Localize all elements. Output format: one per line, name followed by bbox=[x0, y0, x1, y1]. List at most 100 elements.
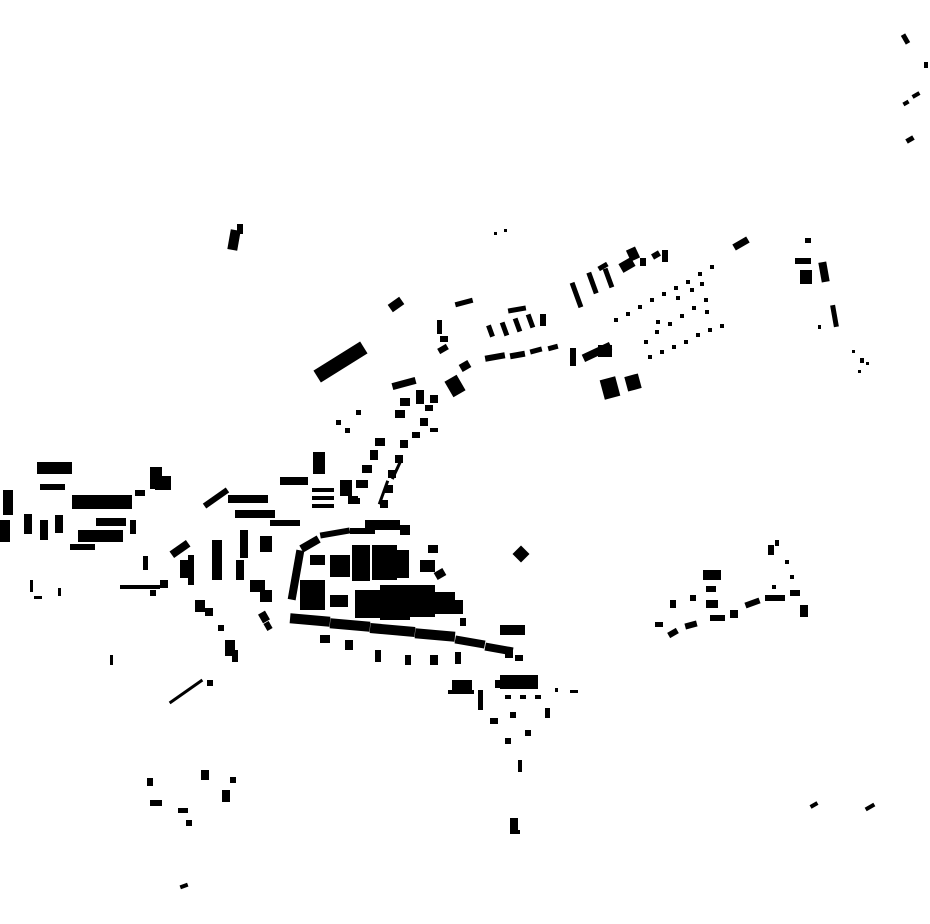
building-footprint bbox=[454, 297, 474, 308]
building-footprint bbox=[236, 560, 244, 580]
building-footprint bbox=[655, 330, 659, 334]
building-footprint bbox=[280, 477, 308, 485]
building-footprint bbox=[710, 615, 725, 621]
building-footprint bbox=[227, 229, 241, 251]
building-footprint bbox=[24, 514, 32, 534]
building-footprint bbox=[400, 440, 408, 448]
building-footprint bbox=[624, 373, 642, 392]
building-footprint bbox=[684, 340, 688, 344]
building-footprint bbox=[412, 432, 420, 438]
building-footprint bbox=[212, 540, 222, 580]
building-footprint bbox=[795, 258, 811, 264]
building-footprint bbox=[547, 343, 559, 352]
building-footprint bbox=[135, 490, 145, 496]
building-footprint bbox=[202, 487, 230, 509]
building-footprint bbox=[765, 595, 785, 601]
building-footprint bbox=[703, 570, 721, 580]
building-footprint bbox=[416, 390, 424, 404]
building-footprint bbox=[310, 555, 325, 565]
building-footprint bbox=[388, 470, 396, 478]
building-footprint bbox=[230, 777, 236, 783]
building-footprint bbox=[355, 590, 380, 618]
building-footprint bbox=[705, 310, 709, 314]
building-footprint bbox=[704, 298, 708, 302]
building-footprint bbox=[510, 818, 518, 832]
building-footprint bbox=[744, 597, 761, 609]
building-footprint bbox=[454, 635, 486, 649]
building-footprint bbox=[924, 62, 928, 68]
building-footprint bbox=[180, 560, 190, 578]
building-footprint bbox=[455, 600, 463, 614]
building-footprint bbox=[300, 580, 325, 610]
building-footprint bbox=[500, 625, 525, 635]
building-footprint bbox=[345, 428, 350, 433]
building-footprint bbox=[179, 882, 189, 890]
building-footprint bbox=[312, 488, 334, 492]
building-footprint bbox=[667, 627, 679, 639]
building-footprint bbox=[168, 678, 204, 705]
building-footprint bbox=[455, 652, 461, 664]
building-footprint bbox=[430, 428, 438, 432]
building-footprint bbox=[375, 438, 385, 446]
building-footprint bbox=[730, 610, 738, 618]
building-footprint bbox=[369, 623, 416, 637]
building-footprint bbox=[790, 590, 800, 596]
building-footprint bbox=[525, 730, 531, 736]
building-footprint bbox=[520, 695, 526, 699]
building-footprint bbox=[800, 605, 808, 617]
building-footprint bbox=[505, 650, 513, 658]
building-footprint bbox=[680, 314, 684, 318]
building-footprint bbox=[625, 246, 641, 262]
building-footprint bbox=[55, 515, 63, 533]
building-footprint bbox=[444, 374, 466, 398]
building-footprint bbox=[902, 99, 910, 107]
building-footprint bbox=[375, 650, 381, 662]
building-footprint bbox=[597, 261, 609, 272]
building-footprint bbox=[352, 498, 360, 504]
building-footprint bbox=[602, 267, 615, 289]
building-footprint bbox=[626, 312, 630, 316]
building-footprint bbox=[686, 280, 690, 284]
building-footprint bbox=[410, 585, 435, 617]
building-footprint bbox=[818, 261, 830, 283]
building-footprint bbox=[448, 690, 474, 694]
building-footprint bbox=[860, 358, 864, 363]
building-footprints bbox=[0, 33, 928, 890]
building-footprint bbox=[178, 808, 188, 813]
building-footprint bbox=[662, 292, 666, 296]
building-footprint bbox=[486, 324, 495, 338]
building-footprint bbox=[320, 635, 330, 643]
building-footprint bbox=[512, 545, 530, 563]
building-footprint bbox=[768, 545, 774, 555]
building-footprint bbox=[866, 362, 869, 365]
building-footprint bbox=[299, 535, 321, 553]
building-footprint bbox=[186, 820, 192, 826]
building-footprint bbox=[668, 322, 672, 326]
building-footprint bbox=[218, 625, 224, 631]
building-footprint bbox=[235, 510, 275, 518]
building-footprint bbox=[362, 465, 372, 473]
building-footprint bbox=[504, 229, 507, 232]
building-footprint bbox=[509, 350, 526, 360]
building-footprint bbox=[237, 224, 243, 234]
building-footprint bbox=[397, 550, 409, 578]
building-footprint bbox=[830, 304, 839, 328]
building-footprint bbox=[240, 530, 248, 558]
building-footprint bbox=[644, 340, 648, 344]
building-footprint bbox=[372, 545, 397, 580]
building-footprint bbox=[313, 341, 368, 383]
building-footprint bbox=[478, 690, 483, 710]
building-footprint bbox=[720, 324, 724, 328]
building-footprint bbox=[420, 418, 428, 426]
building-footprint bbox=[430, 655, 438, 665]
building-footprint bbox=[490, 718, 498, 724]
building-footprint bbox=[706, 600, 718, 608]
building-footprint bbox=[169, 539, 191, 559]
building-footprint bbox=[30, 580, 33, 592]
building-footprint bbox=[340, 480, 352, 496]
building-footprint bbox=[598, 345, 612, 357]
building-footprint bbox=[510, 830, 520, 834]
building-footprint bbox=[640, 258, 646, 266]
building-footprint bbox=[40, 520, 48, 540]
